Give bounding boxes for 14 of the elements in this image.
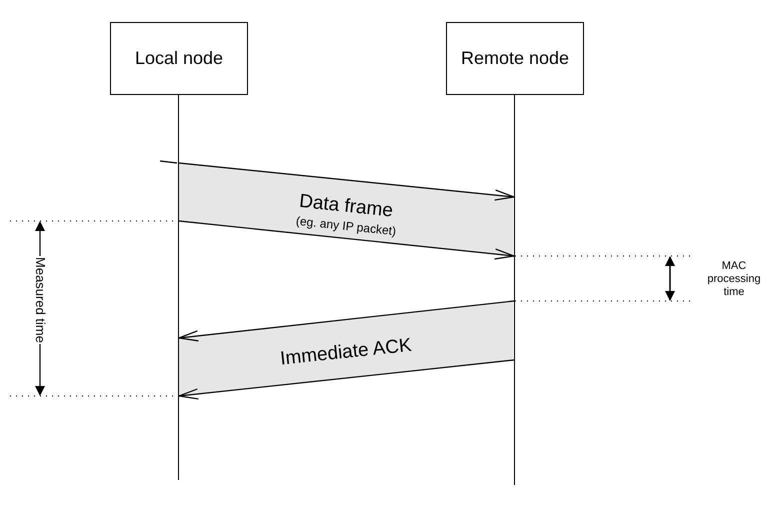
message-arrow xyxy=(178,162,515,201)
message-label: Immediate ACK xyxy=(278,334,414,372)
participant-box xyxy=(446,22,584,95)
lifeline xyxy=(178,95,179,480)
lifeline xyxy=(514,95,515,485)
dimension-label: MAC processing time xyxy=(706,260,762,299)
message-band xyxy=(179,163,513,256)
message-arrow xyxy=(178,359,514,400)
message-arrow xyxy=(178,220,515,260)
participant-box xyxy=(110,22,248,95)
participant-label: Remote node xyxy=(460,47,570,70)
participant-label: Local node xyxy=(134,47,224,70)
message-band xyxy=(179,301,513,396)
message-arrow xyxy=(178,300,514,342)
